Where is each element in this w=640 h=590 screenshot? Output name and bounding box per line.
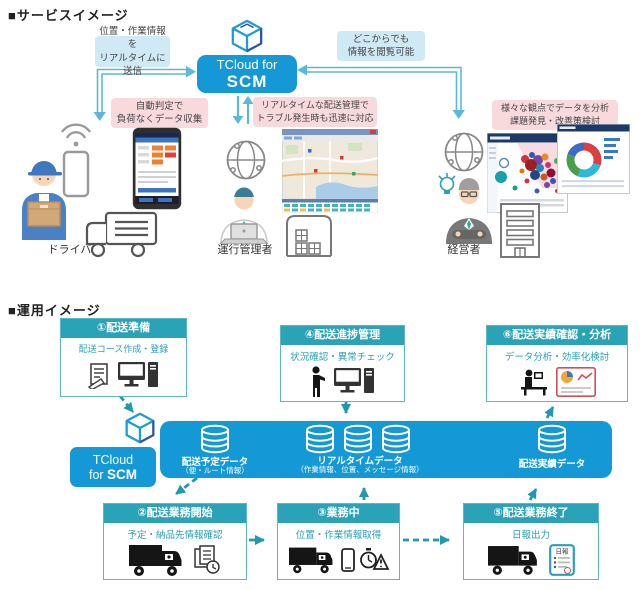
bubble-chart-screenshot	[487, 133, 568, 213]
step-4-title: ④配送進捗管理	[281, 326, 404, 345]
step-3-desc: 位置・作業情報取得	[295, 530, 382, 541]
desktop-pc-icon	[118, 361, 158, 387]
highlight-line: 様々な観点でデータを分析	[500, 103, 609, 114]
document-pencil-icon	[87, 362, 108, 389]
step-5-desc: 日報出力	[511, 530, 550, 541]
warehouse-icon	[286, 215, 332, 257]
delivery-truck-icon	[487, 546, 537, 575]
dashboard-chart-icon	[555, 367, 596, 397]
platform-line1: TCloud	[92, 452, 134, 467]
highlight-line: 自動判定で	[135, 100, 184, 112]
highlight-line: 課題発見・改善策検討	[509, 116, 600, 126]
tcloud-label-line2: SCM	[226, 71, 268, 91]
highlight-line: リアルタイムな配送管理で	[261, 100, 369, 111]
database-icon-plan	[201, 424, 229, 454]
operation-heading: ■運用イメージ	[8, 303, 101, 318]
wifi-phone-icon	[61, 123, 91, 198]
callout-line: 位置・作業情報を	[99, 25, 166, 51]
database-icon-result	[538, 424, 566, 454]
database-icon-realtime	[382, 424, 410, 454]
arrow-cloud-manager-pair	[232, 96, 254, 124]
actor-driver-label: ドライバー	[47, 244, 103, 256]
db-result-name: 配送実績データ	[518, 459, 586, 470]
arrow-bar-to-step6	[544, 406, 555, 419]
callout-line: リアルタイムに送信	[99, 52, 166, 77]
network-globe-icon	[444, 132, 484, 172]
highlight-line: トラブル発生時も迅速に対応	[256, 113, 374, 123]
callout-line: 情報を閲覧可能	[347, 47, 415, 58]
driver-illustration	[22, 161, 66, 240]
executive-illustration	[446, 178, 492, 244]
delivery-map-screenshot	[282, 129, 378, 213]
step-6-title: ⑥配送実績確認・分析	[487, 326, 627, 345]
db-plan-sub: （便・ルート情報）	[181, 466, 249, 475]
arrow-bar-to-step2	[175, 476, 198, 496]
highlight-auto-collect: 自動判定で 負荷なくデータ収集	[111, 98, 208, 128]
arrowhead-down-executive	[452, 110, 465, 119]
tcloud-cube-logo-icon	[125, 412, 155, 444]
desktop-pc-icon	[334, 368, 374, 393]
smartphone-icon	[340, 548, 355, 572]
delivery-truck-icon	[128, 545, 181, 576]
arrowhead-into-cloud-left	[186, 66, 196, 78]
service-heading: ■サービスイメージ	[8, 8, 129, 23]
step-6-desc: データ分析・効率化検討	[504, 352, 610, 363]
callout-send-realtime: 位置・作業情報を リアルタイムに送信	[95, 26, 170, 77]
donut-chart-screenshot	[557, 124, 630, 194]
step-5-title: ⑤配送業務終了	[464, 504, 598, 523]
callout-line: どこからでも	[352, 33, 410, 45]
delivery-truck-icon	[288, 547, 332, 574]
step-3-title: ③業務中	[278, 504, 399, 523]
tcloud-cube-logo-icon	[231, 19, 263, 53]
actor-executive-label: 経営者	[447, 244, 481, 256]
database-icon-realtime	[344, 424, 372, 454]
highlight-realtime-manage: リアルタイムな配送管理で トラブル発生時も迅速に対応	[253, 97, 377, 127]
truck-outline-icon	[85, 211, 158, 258]
step-1-title: ①配送準備	[61, 319, 186, 338]
callout-view-anywhere: どこからでも 情報を閲覧可能	[337, 31, 425, 61]
manager-illustration	[219, 187, 269, 244]
step-4-desc: 状況確認・異常チェック	[290, 352, 395, 363]
db-realtime-name: リアルタイムデータ	[317, 456, 403, 467]
step-6-result-analysis: ⑥配送実績確認・分析 データ分析・効率化検討	[486, 325, 628, 402]
actor-manager-label: 運行管理者	[217, 244, 273, 256]
step-3-in-operation: ③業務中 位置・作業情報取得	[277, 503, 400, 580]
tcloud-scm-box: TCloud for SCM	[197, 55, 297, 93]
network-globe-icon	[226, 140, 266, 180]
arrow-step5-to-bar	[527, 488, 538, 501]
daily-report-icon: 日報	[548, 544, 575, 576]
step-2-delivery-start: ②配送業務開始 予定・納品先情報確認	[103, 503, 247, 580]
person-at-desk-icon	[520, 369, 547, 396]
daily-report-text: 日報	[555, 548, 569, 556]
platform-line2-prefix: for	[88, 467, 108, 482]
arrowhead-into-cloud-right	[297, 64, 307, 76]
step-1-desc: 配送コース作成・登録	[78, 344, 169, 354]
arrow-step1-to-bar	[118, 395, 135, 413]
highlight-line: 負荷なくデータ収集	[116, 114, 203, 125]
schedule-documents-icon	[193, 545, 220, 574]
step-4-progress-manage: ④配送進捗管理 状況確認・異常チェック	[280, 325, 405, 402]
platform-line2-scm: SCM	[107, 466, 138, 482]
db-realtime-sub: （作業情報、位置、メッセージ情報）	[296, 465, 424, 474]
stopwatch-alert-icon	[359, 548, 389, 570]
tcloud-label-line1: TCloud for	[216, 56, 278, 72]
step-2-title: ②配送業務開始	[104, 504, 246, 523]
lightbulb-icon	[438, 173, 456, 194]
database-icon-realtime	[306, 424, 334, 454]
step-2-desc: 予定・納品先情報確認	[127, 530, 223, 541]
db-plan-name: 配送予定データ	[181, 457, 249, 468]
tcloud-platform-label: TCloud for SCM	[68, 445, 158, 489]
person-pointing-icon	[312, 366, 325, 397]
tcloud-platform-bar	[160, 421, 612, 478]
office-building-icon	[500, 203, 540, 258]
step-5-delivery-end: ⑤配送業務終了 日報出力 日報	[463, 503, 599, 580]
driver-app-screenshot	[132, 127, 182, 210]
step-1-delivery-prep: ①配送準備 配送コース作成・登録	[60, 318, 187, 397]
